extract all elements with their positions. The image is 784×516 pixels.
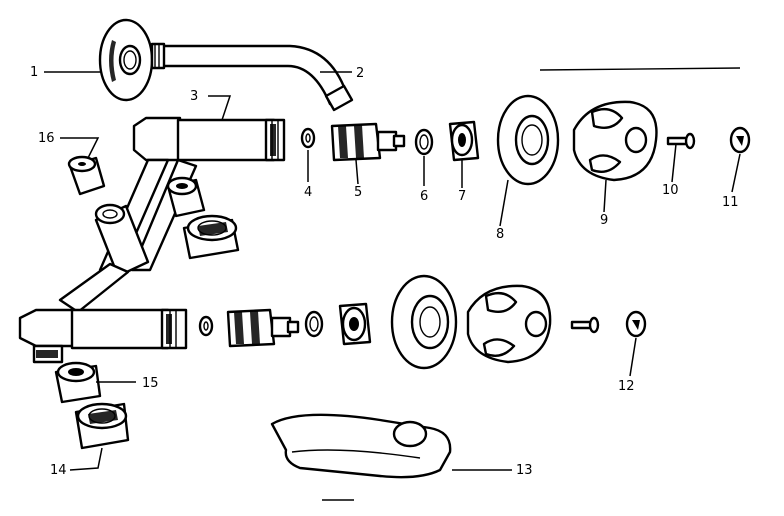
callout-labels: 1 2 3 4 5 6 7 8 9 10 11 12 13 14 15 16 bbox=[30, 65, 739, 478]
lower-stem bbox=[226, 308, 300, 348]
upper-screw-10 bbox=[666, 132, 696, 150]
upper-seat-pair bbox=[166, 176, 240, 260]
callout-5: 5 bbox=[354, 185, 362, 200]
callout-10: 10 bbox=[662, 183, 679, 198]
callout-4: 4 bbox=[304, 185, 312, 200]
scan-marks bbox=[322, 67, 741, 501]
upper-washer-4 bbox=[300, 127, 316, 149]
callout-16: 16 bbox=[38, 131, 55, 146]
upper-stem-5 bbox=[330, 122, 406, 162]
lower-handle bbox=[466, 284, 552, 364]
callout-3: 3 bbox=[190, 89, 198, 104]
callout-1: 1 bbox=[30, 65, 38, 80]
shower-arm bbox=[150, 42, 354, 112]
callout-15: 15 bbox=[142, 376, 159, 391]
callout-9: 9 bbox=[600, 213, 608, 228]
leader-lines bbox=[44, 71, 741, 471]
lower-escutcheon bbox=[390, 274, 458, 370]
callout-11: 11 bbox=[722, 195, 739, 210]
lower-seat-15 bbox=[54, 361, 102, 404]
lower-valve-body bbox=[18, 308, 188, 364]
upper-washer-6 bbox=[414, 128, 434, 156]
callout-2: 2 bbox=[356, 66, 364, 81]
callout-12: 12 bbox=[618, 379, 635, 394]
seat-16 bbox=[67, 155, 106, 196]
lower-nut-14 bbox=[74, 402, 130, 450]
lower-nut bbox=[338, 302, 372, 346]
upper-handle-9 bbox=[572, 100, 658, 182]
upper-escutcheon-8 bbox=[496, 94, 560, 186]
tub-spout-13 bbox=[270, 413, 452, 479]
upper-nut-7 bbox=[448, 120, 480, 162]
lower-washer bbox=[198, 315, 214, 337]
callout-7: 7 bbox=[458, 189, 466, 204]
lower-screw bbox=[570, 316, 600, 334]
callout-6: 6 bbox=[420, 189, 428, 204]
lower-index-cap-12 bbox=[625, 310, 647, 338]
callout-8: 8 bbox=[496, 227, 504, 242]
callout-14: 14 bbox=[50, 463, 67, 478]
upper-index-cap-11 bbox=[729, 126, 751, 154]
callout-13: 13 bbox=[516, 463, 533, 478]
upper-valve-body bbox=[132, 116, 286, 162]
shower-flange bbox=[98, 18, 154, 102]
lower-washer-b bbox=[304, 310, 324, 338]
